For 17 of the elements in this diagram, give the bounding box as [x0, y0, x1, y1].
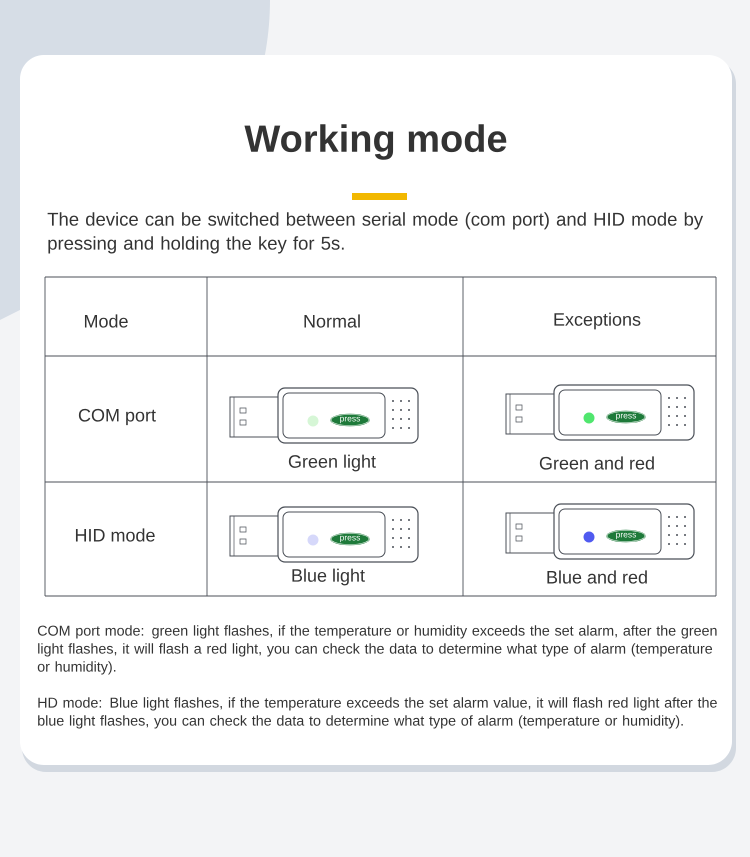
header-text: Mode [84, 314, 128, 328]
table-cell-text: HID mode [76, 528, 155, 542]
press-button: press [330, 414, 370, 426]
table-cell-text: Blue light [292, 568, 365, 586]
note-text: COM port mode: green light flashes, if the temperature or humidity exceeds the set alarm, after the green light flashes, it will flash a red light, you can check the data to determine what type of alarm (temperature or humidity). [38, 625, 717, 675]
press-button: press [606, 410, 646, 424]
intro-text: The device can be switched between serial mode (com port) and HID mode by pressing and holding the key for 5s. [48, 212, 704, 254]
title: Working mode [244, 124, 506, 160]
press-button: press [606, 530, 646, 542]
note-text: HD mode: Blue light flashes, if the temperature exceeds the set alarm value, it will flash red light after the blue light flashes, you can check the data to determine what type of alarm (temperature or humidity). [38, 697, 717, 729]
table-cell-text: Green light [288, 454, 376, 472]
header-text: Normal [304, 314, 360, 328]
header-text: Exceptions [554, 312, 640, 330]
press-button: press [330, 532, 370, 546]
table-cell-text: COM port [78, 408, 156, 426]
table-cell-text: Green and red [540, 456, 654, 470]
table-cell-text: Blue and red [547, 570, 647, 584]
